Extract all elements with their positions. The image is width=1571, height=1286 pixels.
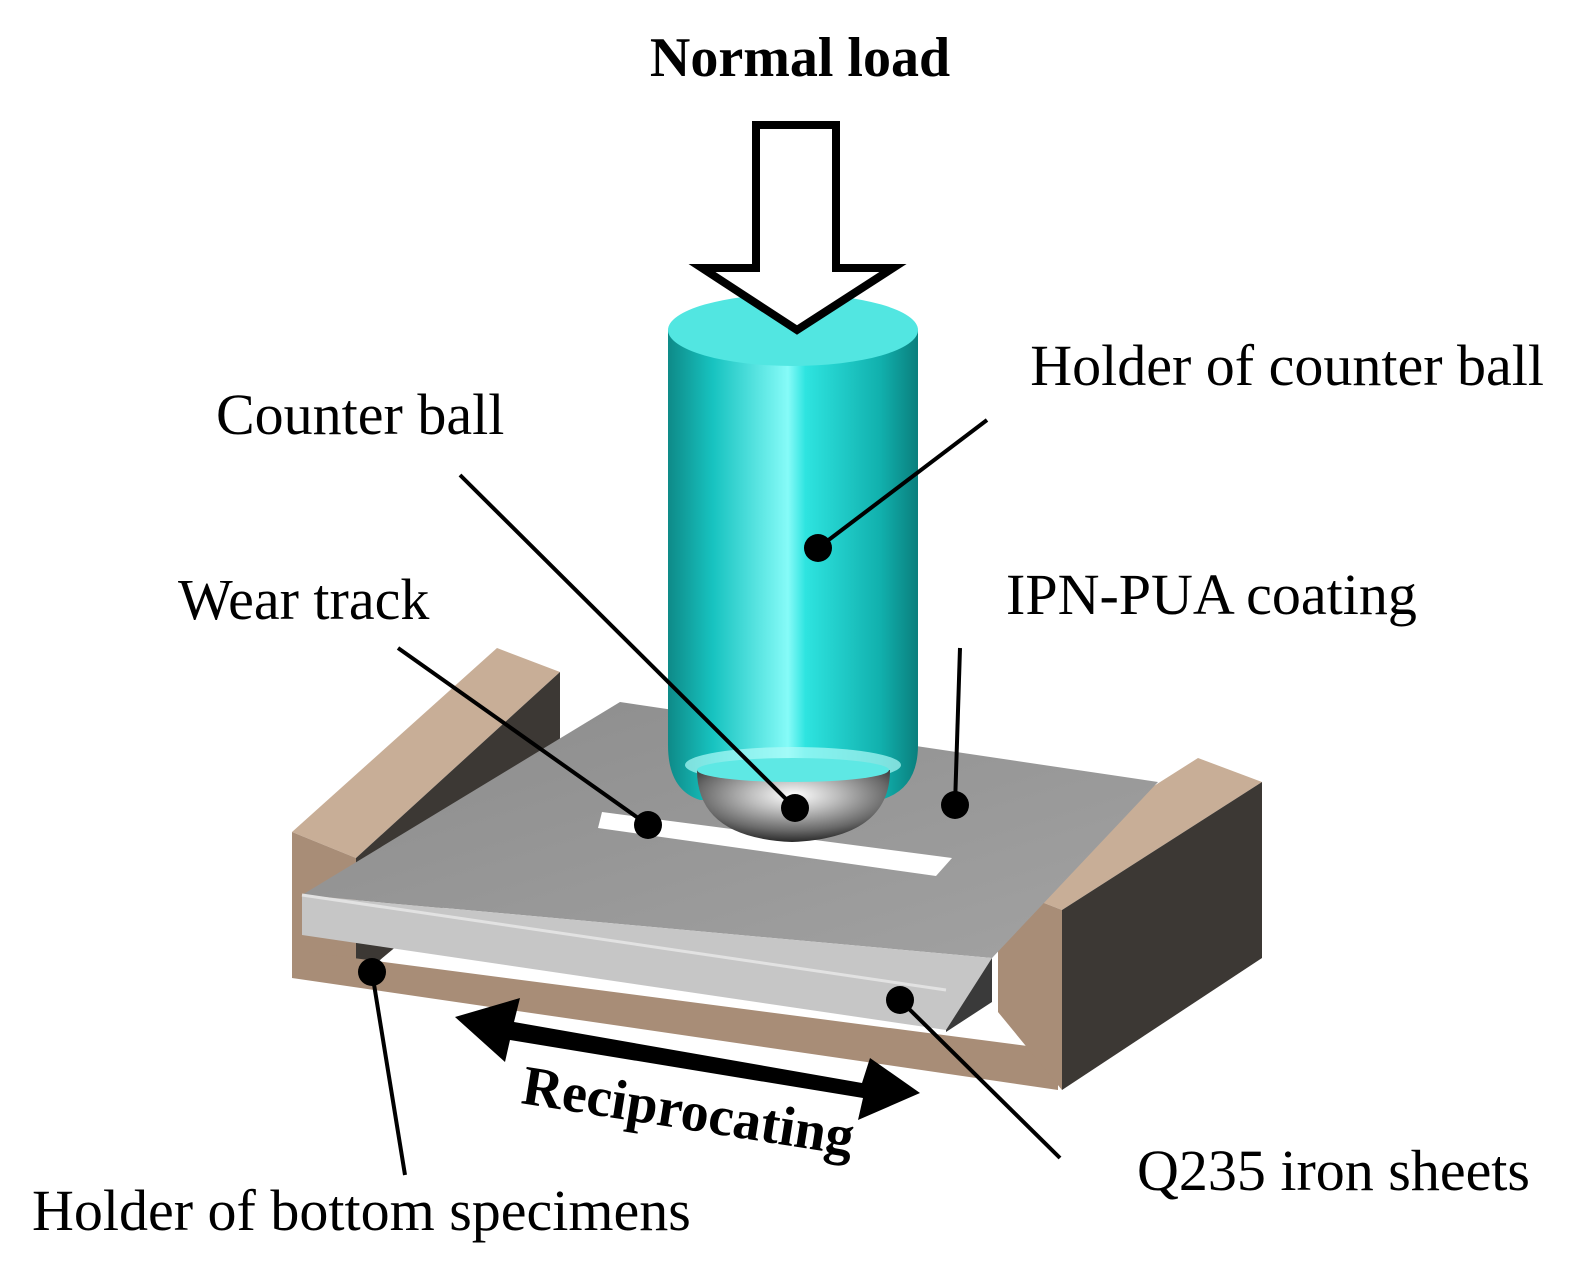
leader-bottom-holder (370, 971, 407, 1176)
leader-iron-sheets (898, 998, 1062, 1160)
label-holder-bottom-specimens: Holder of bottom specimens (32, 1178, 691, 1243)
label-q235-iron-sheets: Q235 iron sheets (1137, 1138, 1530, 1203)
label-ipn-pua-coating: IPN-PUA coating (1006, 562, 1417, 627)
leader-dots (358, 534, 969, 1014)
normal-load-arrow (688, 121, 907, 335)
counter-ball-holder (668, 294, 918, 800)
leader-counter-ball (458, 473, 797, 810)
label-reciprocating: Reciprocating (518, 1055, 858, 1169)
holder-right-wall-side (1062, 782, 1262, 1090)
iron-sheet (301, 702, 1158, 1032)
leader-holder-counter-ball (816, 418, 989, 550)
holder-base-front (292, 950, 1058, 1090)
dot-iron-sheets (886, 986, 914, 1014)
label-normal-load: Normal load (650, 27, 950, 89)
wear-track (598, 812, 952, 876)
dot-counter-ball (781, 794, 809, 822)
holder-cylinder-body (668, 330, 918, 800)
label-wear-track: Wear track (178, 567, 429, 632)
label-counter-ball: Counter ball (216, 382, 504, 447)
down-arrow-icon (688, 121, 907, 335)
dot-wear-track (634, 811, 662, 839)
holder-right-wall-front (998, 885, 1062, 1090)
dot-bottom-holder (358, 958, 386, 986)
label-holder-counter-ball: Holder of counter ball (1030, 333, 1544, 398)
dot-holder-counter-ball (804, 534, 832, 562)
reciprocating-arrow (455, 998, 920, 1120)
dot-coating (941, 791, 969, 819)
leader-coating (953, 647, 962, 806)
iron-sheet-front-edge (302, 895, 992, 1030)
iron-sheet-side-edge (946, 958, 992, 1032)
leader-wear-track (396, 646, 650, 827)
leader-lines (370, 418, 1062, 1176)
double-arrow-icon (455, 998, 920, 1120)
holder-left-wall-top (292, 648, 560, 858)
